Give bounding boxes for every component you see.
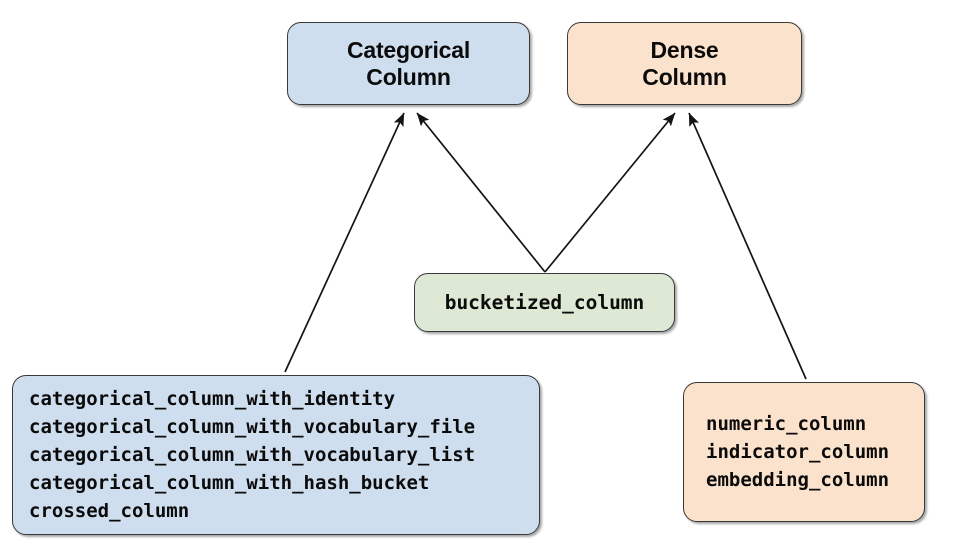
categorical-column-title-line1: Categorical: [346, 36, 471, 63]
dense-column-title-line1: Dense: [650, 36, 719, 63]
node-bucketized-column[interactable]: bucketized_column: [414, 273, 675, 332]
arrow-dense-list-to-dense-column: [688, 112, 807, 380]
list-item: categorical_column_with_hash_bucket: [29, 472, 430, 495]
arrow-categorical-list-to-categorical-column: [284, 112, 405, 373]
list-item: categorical_column_with_identity: [29, 387, 396, 410]
list-item: categorical_column_with_vocabulary_file: [29, 415, 476, 438]
list-item: numeric_column: [706, 412, 867, 435]
list-item: embedding_column: [706, 469, 890, 492]
node-categorical-column-types[interactable]: categorical_column_with_identity categor…: [12, 375, 540, 535]
list-item: categorical_column_with_vocabulary_list: [29, 443, 476, 466]
list-item: crossed_column: [29, 500, 190, 523]
node-dense-column-types[interactable]: numeric_column indicator_column embeddin…: [683, 382, 925, 522]
node-dense-column[interactable]: Dense Column: [567, 22, 802, 105]
arrow-bucketized-column-to-categorical-column: [416, 112, 546, 273]
node-categorical-column[interactable]: Categorical Column: [287, 22, 530, 105]
dense-column-title-line2: Column: [642, 63, 727, 90]
bucketized-column-label: bucketized_column: [444, 290, 645, 314]
categorical-column-title-line2: Column: [366, 63, 451, 90]
list-item: indicator_column: [706, 440, 890, 463]
arrow-bucketized-column-to-dense-column: [544, 112, 676, 273]
